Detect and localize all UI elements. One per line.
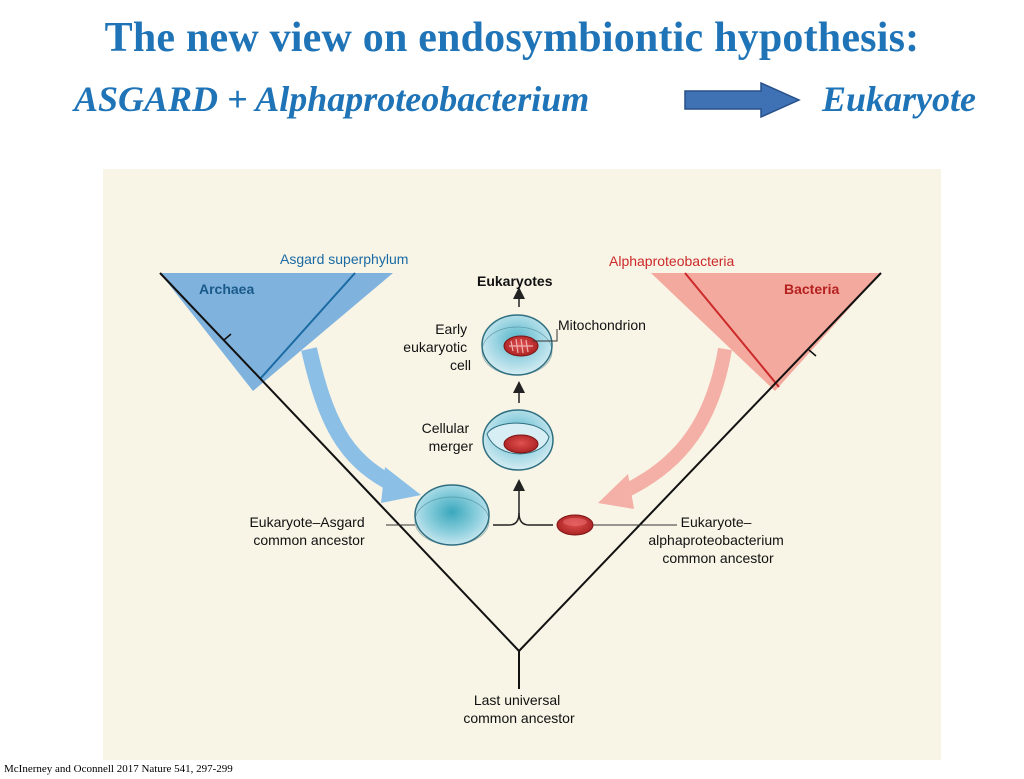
archaea-label: Archaea xyxy=(199,281,254,297)
archaea-clade xyxy=(160,273,393,391)
subtitle-asgard-alpha: ASGARD + Alphaproteobacterium xyxy=(74,79,590,119)
bacteria-label: Bacteria xyxy=(784,281,839,297)
cellular-merger-cell xyxy=(482,409,554,471)
right-arrow-icon xyxy=(683,81,801,119)
early-eukaryotic-cell xyxy=(481,314,553,376)
tick-mark xyxy=(223,333,232,341)
asgard-branch xyxy=(259,272,356,380)
phylogeny-diagram: Asgard superphylum Archaea Alphaproteoba… xyxy=(103,169,941,760)
alpha-ancestor-label: Eukaryote– alphaproteobacterium common a… xyxy=(648,514,787,566)
asgard-ancestor-label: Eukaryote–Asgard common ancestor xyxy=(249,514,368,548)
tree-right-arm xyxy=(518,272,882,652)
alphaproteobacteria-label: Alphaproteobacteria xyxy=(609,253,735,269)
luca-label: Last universal common ancestor xyxy=(463,692,575,726)
alpha-arrow xyxy=(620,347,732,499)
merger-connector-right xyxy=(518,512,553,526)
asgard-superphylum-label: Asgard superphylum xyxy=(280,251,408,267)
tree-left-arm xyxy=(159,272,520,652)
eukaryotes-label: Eukaryotes xyxy=(477,273,553,289)
asgard-ancestor-cell xyxy=(414,484,490,546)
alpha-arrow-head xyxy=(598,474,634,509)
citation: McInerney and Oconnell 2017 Nature 541, … xyxy=(4,763,233,775)
tick-mark xyxy=(808,349,817,357)
leader-line xyxy=(533,329,558,342)
cellular-merger-label: Cellular merger xyxy=(422,420,474,454)
bacteria-clade xyxy=(651,273,881,391)
alphaproteobacteria-branch xyxy=(684,272,780,388)
alpha-ancestor-cell xyxy=(556,514,594,536)
slide-title: The new view on endosymbiontic hypothesi… xyxy=(104,15,920,61)
early-cell-label: Early eukaryotic cell xyxy=(403,321,471,373)
subtitle-eukaryote: Eukaryote xyxy=(822,79,977,119)
asgard-arrow-head xyxy=(381,467,421,503)
asgard-arrow xyxy=(301,347,397,492)
merger-connector xyxy=(493,479,525,526)
mitochondrion-label: Mitochondrion xyxy=(558,317,646,333)
